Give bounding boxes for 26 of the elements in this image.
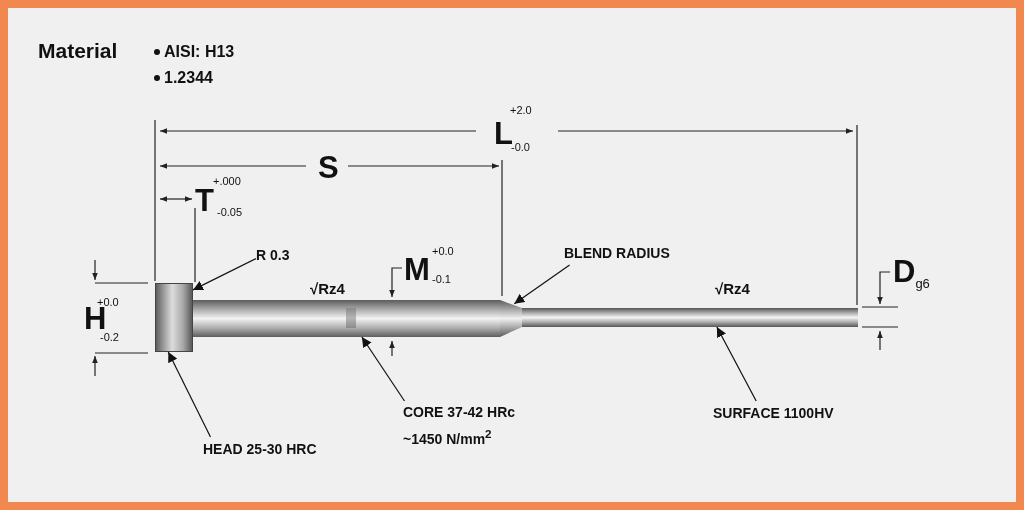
leader-line: [361, 336, 406, 402]
leader-line: [192, 258, 257, 291]
heading: Material: [38, 40, 118, 61]
pin-head-drawing: [155, 283, 193, 352]
leader-line: [167, 351, 212, 438]
dimension-symbol: T: [195, 185, 214, 216]
tolerance-value: -0.05: [217, 207, 243, 218]
leader-line: [716, 326, 757, 402]
tolerance-value: +0.0: [432, 246, 454, 257]
callout-text: SURFACE 1100HV: [713, 401, 873, 425]
dimension-symbol: L: [494, 118, 513, 149]
tolerance-value: -0.2: [100, 332, 119, 343]
dimension-symbol: D$_{g6}$: [893, 256, 930, 290]
list-item: 1.2344: [164, 70, 213, 86]
dimension-symbol: M: [404, 254, 430, 285]
tolerance-value: +2.0: [510, 105, 532, 116]
tolerance-value: +.000: [213, 176, 241, 187]
tolerance-value: -0.0: [511, 142, 530, 153]
tolerance-value: -0.1: [432, 274, 451, 285]
callout-text: R 0.3: [256, 243, 308, 267]
dimension-symbol: S: [318, 152, 339, 183]
leader-line: [513, 264, 571, 305]
callout-text: CORE 37-42 HRc ~1450 N/mm$^{2}$: [403, 401, 553, 450]
callout-text: HEAD 25-30 HRC: [203, 437, 353, 461]
list-item: AISI: H13: [164, 44, 235, 60]
callout-text: BLEND RADIUS: [564, 241, 704, 265]
